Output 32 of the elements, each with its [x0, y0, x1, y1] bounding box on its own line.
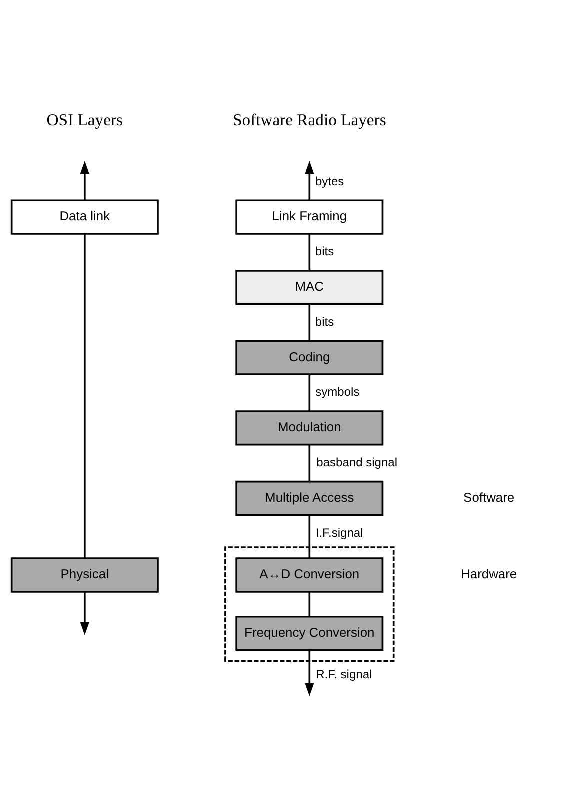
edge-label: bits	[315, 244, 334, 258]
label: OSI Layers	[46, 110, 123, 129]
arrow	[305, 650, 314, 696]
label: Hardware	[461, 566, 518, 582]
connector	[308, 444, 311, 482]
node-box: Multiple Access	[236, 480, 384, 516]
edge-label: I.F.signal	[316, 525, 364, 540]
connector	[308, 234, 311, 270]
edge-label: bits	[315, 314, 334, 328]
node-box: Physical	[10, 557, 159, 592]
node-box: Frequency Conversion	[236, 615, 384, 651]
node-box: Link Framing	[236, 199, 384, 234]
connector	[84, 233, 86, 558]
node-box: MAC	[236, 270, 384, 305]
arrow	[80, 592, 90, 635]
node-box: Data link	[10, 199, 159, 234]
node-box: A↔D Conversion	[236, 557, 384, 592]
connector	[308, 374, 311, 411]
edge-label: basband signal	[316, 454, 398, 469]
edge-label: symbols	[316, 384, 360, 399]
edge-label: R.F. signal	[316, 666, 372, 681]
arrow	[305, 160, 314, 200]
connector	[308, 592, 311, 616]
node-box: Modulation	[236, 410, 384, 446]
label: Software Radio Layers	[233, 110, 386, 129]
connector	[308, 304, 311, 341]
edge-label: bytes	[315, 174, 344, 188]
arrow	[80, 160, 90, 200]
node-box: Coding	[236, 340, 384, 375]
cluster	[224, 546, 395, 662]
label: Software	[464, 489, 515, 504]
connector	[308, 514, 311, 558]
